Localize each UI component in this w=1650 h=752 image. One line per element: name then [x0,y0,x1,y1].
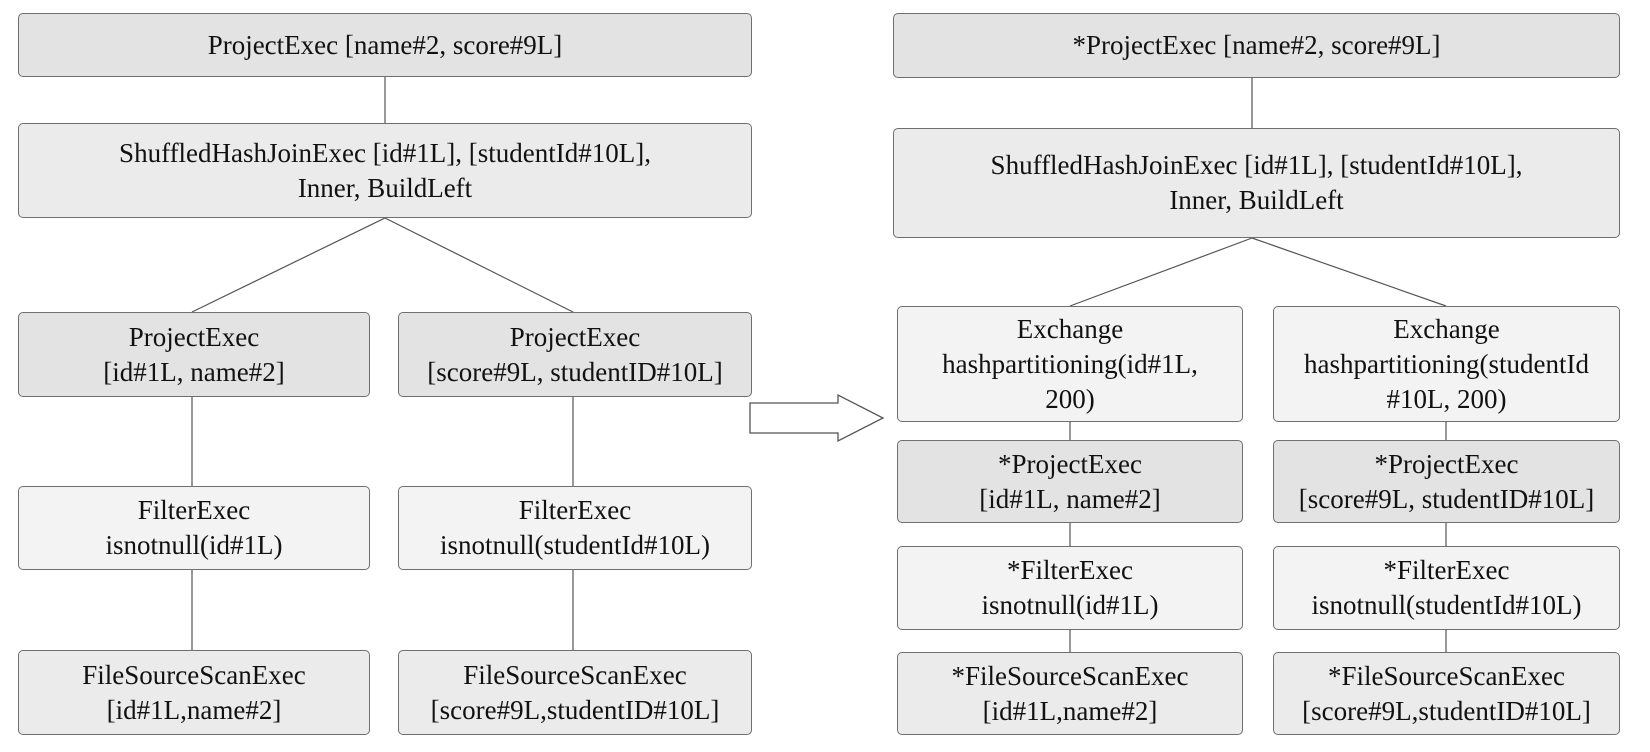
right-branch-b-exchange-node: Exchange hashpartitioning(studentId #10L… [1273,306,1620,422]
edge-right-join-exchange-left [1069,237,1253,307]
node-line: FilterExec [518,495,632,525]
node-line: FileSourceScanExec [82,659,306,690]
right-branch-a-filter-node: *FilterExec isnotnull(id#1L) [897,546,1243,630]
node-line: ShuffledHashJoinExec [id#1L], [studentId… [990,150,1523,180]
node-line: isnotnull(id#1L) [981,590,1159,620]
node-line: #10L, 200) [1386,383,1507,414]
right-branch-a-project-node: *ProjectExec [id#1L, name#2] [897,440,1243,523]
node-line: *ProjectExec [998,448,1142,479]
right-branch-a-exchange-node: Exchange hashpartitioning(id#1L, 200) [897,306,1243,422]
node-line: isnotnull(studentId#10L) [1311,590,1582,620]
node-line: *FileSourceScanExec [1328,660,1565,691]
left-root-project-node: ProjectExec [name#2, score#9L] [18,13,752,77]
right-branch-b-filter-node: *FilterExec isnotnull(studentId#10L) [1273,546,1620,630]
node-line: 200) [1045,383,1095,414]
node-line: *FilterExec [1007,555,1133,585]
left-branch-a-project-node: ProjectExec [id#1L, name#2] [18,312,370,397]
right-branch-a-scan-node: *FileSourceScanExec [id#1L,name#2] [897,652,1243,735]
left-branch-a-filter-node: FilterExec isnotnull(id#1L) [18,486,370,570]
node-line: *ProjectExec [1374,448,1519,479]
node-line: isnotnull(studentId#10L) [440,530,710,560]
left-branch-b-filter-node: FilterExec isnotnull(studentId#10L) [398,486,752,570]
node-line: [id#1L,name#2] [982,695,1158,726]
node-line: Exchange [1016,313,1124,344]
node-line: hashpartitioning(studentId [1304,348,1589,379]
right-root-project-node: *ProjectExec [name#2, score#9L] [893,13,1620,78]
node-line: *FileSourceScanExec [951,660,1189,691]
right-join-node: ShuffledHashJoinExec [id#1L], [studentId… [893,128,1620,238]
node-line: *ProjectExec [name#2, score#9L] [1072,30,1441,60]
node-line: ShuffledHashJoinExec [id#1L], [studentId… [119,137,651,168]
node-line: Inner, BuildLeft [297,172,473,203]
edge-left-join-project-left [191,217,386,313]
node-line: FileSourceScanExec [463,659,687,690]
edge-right-join-exchange-right [1251,237,1447,307]
left-branch-b-scan-node: FileSourceScanExec [score#9L,studentID#1… [398,650,752,735]
node-line: Inner, BuildLeft [1169,185,1344,215]
node-line: [id#1L, name#2] [979,483,1161,514]
transform-arrow-icon [749,393,885,443]
left-branch-b-project-node: ProjectExec [score#9L, studentID#10L] [398,312,752,397]
node-line: [id#1L, name#2] [103,356,285,387]
right-branch-b-scan-node: *FileSourceScanExec [score#9L,studentID#… [1273,652,1620,735]
node-line: ProjectExec [name#2, score#9L] [207,29,563,60]
node-line: Exchange [1393,313,1500,344]
node-line: [score#9L,studentID#10L] [430,694,720,725]
left-join-node: ShuffledHashJoinExec [id#1L], [studentId… [18,123,752,218]
node-line: FilterExec [137,495,251,525]
node-line: ProjectExec [128,321,260,352]
node-line: ProjectExec [509,321,641,352]
node-line: [id#1L,name#2] [106,694,282,725]
node-line: hashpartitioning(id#1L, [942,348,1198,379]
node-line: *FilterExec [1383,555,1510,585]
node-line: isnotnull(id#1L) [105,530,283,560]
edge-left-join-project-right [384,217,574,313]
node-line: [score#9L, studentID#10L] [1298,483,1595,514]
right-branch-b-project-node: *ProjectExec [score#9L, studentID#10L] [1273,440,1620,523]
node-line: [score#9L, studentID#10L] [427,356,723,387]
node-line: [score#9L,studentID#10L] [1302,695,1591,726]
left-branch-a-scan-node: FileSourceScanExec [id#1L,name#2] [18,650,370,735]
